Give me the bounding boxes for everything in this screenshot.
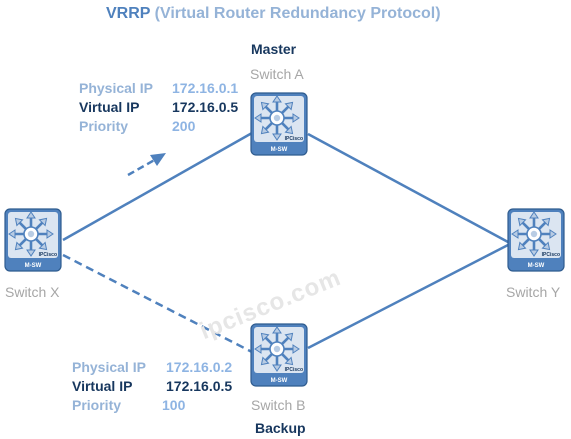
info-a-physical-value: 172.16.0.1 bbox=[172, 80, 239, 96]
brand-label: IPCisco bbox=[542, 252, 560, 258]
info-a-virtual-value: 172.16.0.5 bbox=[172, 99, 239, 115]
link-x-b bbox=[62, 253, 253, 354]
badge-label: M-SW bbox=[25, 263, 42, 269]
switch-b-name: Switch B bbox=[251, 397, 306, 413]
badge-label: M-SW bbox=[528, 263, 545, 269]
link-b-y bbox=[307, 243, 509, 350]
brand-label: IPCisco bbox=[285, 367, 303, 373]
badge-label: M-SW bbox=[271, 378, 288, 384]
info-b-priority-label: Priority bbox=[72, 397, 122, 413]
info-b-virtual-value: 172.16.0.5 bbox=[166, 378, 233, 394]
info-b-virtual-label: Virtual IP bbox=[72, 378, 133, 394]
info-b-priority-value: 100 bbox=[162, 397, 186, 413]
switch-y-name: Switch Y bbox=[506, 284, 561, 300]
badge-label: M-SW bbox=[271, 147, 288, 153]
info-b-physical-value: 172.16.0.2 bbox=[166, 359, 233, 375]
title-main: VRRP bbox=[106, 5, 151, 22]
traffic-arrow-head bbox=[150, 153, 166, 166]
traffic-arrow-line bbox=[127, 156, 159, 177]
title-sub: (Virtual Router Redundancy Protocol) bbox=[154, 5, 441, 22]
switch-x-name: Switch X bbox=[5, 284, 60, 300]
switch-a-name: Switch A bbox=[250, 66, 304, 82]
info-b-physical-label: Physical IP bbox=[72, 359, 146, 375]
info-a-priority-value: 200 bbox=[172, 118, 196, 134]
diagram-title: VRRP (Virtual Router Redundancy Protocol… bbox=[106, 6, 441, 22]
link-a-y bbox=[307, 132, 509, 244]
brand-label: IPCisco bbox=[39, 252, 57, 258]
info-a-virtual-label: Virtual IP bbox=[79, 99, 140, 115]
brand-label: IPCisco bbox=[285, 136, 303, 142]
switch-b-role: Backup bbox=[255, 420, 306, 436]
info-a-priority-label: Priority bbox=[79, 118, 129, 134]
info-a-physical-label: Physical IP bbox=[79, 80, 153, 96]
link-x-a bbox=[62, 131, 253, 242]
switch-a-role: Master bbox=[251, 41, 297, 57]
